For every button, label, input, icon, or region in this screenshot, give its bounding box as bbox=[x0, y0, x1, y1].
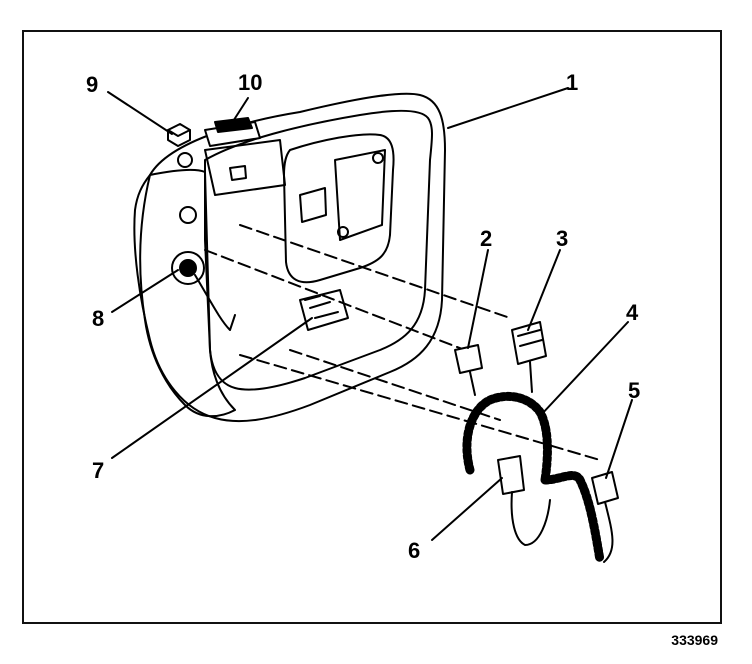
leader-4 bbox=[539, 321, 629, 417]
connector-5 bbox=[591, 471, 619, 505]
guide-line-1 bbox=[239, 224, 511, 319]
callout-2: 2 bbox=[480, 226, 493, 251]
leader-5 bbox=[605, 399, 633, 479]
knob-stud bbox=[177, 152, 193, 168]
connector-6-wire bbox=[510, 491, 551, 546]
callout-1: 1 bbox=[566, 70, 579, 95]
center-connector bbox=[299, 289, 349, 331]
connector-6 bbox=[497, 455, 525, 495]
lamp-mount bbox=[179, 206, 197, 224]
callout-4: 4 bbox=[626, 300, 639, 325]
switch-bracket-tab bbox=[229, 165, 247, 181]
knob-nut-top bbox=[167, 129, 191, 137]
bracket-screw-bottom bbox=[337, 226, 349, 238]
leader-1 bbox=[447, 87, 569, 129]
leader-8 bbox=[111, 269, 179, 313]
bracket-slot bbox=[299, 187, 327, 223]
guide-line-3 bbox=[239, 354, 601, 461]
callout-3: 3 bbox=[556, 226, 569, 251]
connector-2-wire bbox=[469, 371, 476, 396]
connector-5-wire bbox=[603, 501, 614, 563]
callout-6: 6 bbox=[408, 538, 421, 563]
leader-9 bbox=[107, 91, 173, 135]
leader-2 bbox=[467, 249, 489, 349]
top-switch-cap bbox=[214, 117, 253, 133]
lamp-socket-inner bbox=[179, 259, 197, 277]
center-connector-pins bbox=[304, 295, 339, 319]
leader-6 bbox=[431, 477, 503, 541]
mirror-housing-inner bbox=[204, 109, 433, 391]
leader-7 bbox=[111, 317, 313, 459]
leader-10 bbox=[229, 97, 249, 127]
mirror-housing-outer bbox=[133, 92, 446, 423]
motor-bracket bbox=[334, 149, 386, 241]
connector-3-wires bbox=[517, 329, 543, 347]
diagram-frame bbox=[22, 30, 722, 624]
callout-5: 5 bbox=[628, 378, 641, 403]
callout-9: 9 bbox=[86, 72, 99, 97]
callout-8: 8 bbox=[92, 306, 105, 331]
callout-7: 7 bbox=[92, 458, 105, 483]
mirror-front-face bbox=[139, 168, 236, 418]
connector-3-wire bbox=[529, 361, 533, 393]
bracket-screw-top bbox=[372, 152, 384, 164]
lamp-wire bbox=[194, 274, 236, 331]
leader-3 bbox=[527, 249, 561, 331]
coiled-harness-right bbox=[540, 471, 605, 565]
guide-line-4 bbox=[289, 349, 501, 421]
lamp-socket bbox=[171, 251, 205, 285]
figure-number: 333969 bbox=[671, 632, 718, 648]
guide-line-2 bbox=[204, 249, 471, 353]
connector-2 bbox=[454, 344, 483, 374]
callout-10: 10 bbox=[238, 70, 263, 95]
coiled-harness-left bbox=[462, 392, 552, 485]
switch-bracket bbox=[204, 139, 286, 196]
